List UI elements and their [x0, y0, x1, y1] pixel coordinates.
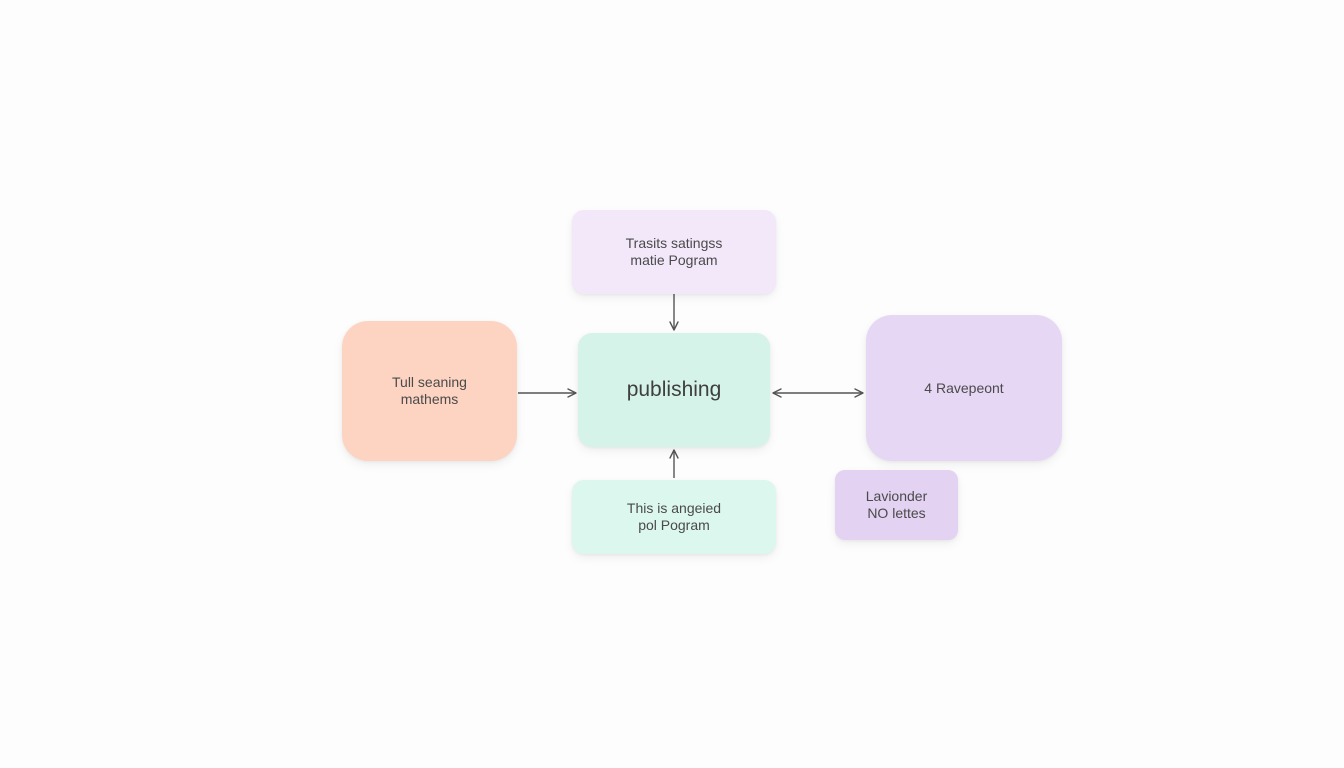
node-small-label: Lavionder NO lettes	[865, 488, 928, 521]
node-right-label: 4 Ravepeont	[924, 379, 1004, 396]
node-left-label: Tull seaning mathems	[392, 374, 467, 407]
node-top[interactable]: Trasits satingss matie Pogram	[572, 210, 776, 294]
node-left[interactable]: Tull seaning mathems	[342, 321, 517, 461]
node-small-lavender[interactable]: Lavionder NO lettes	[835, 470, 958, 540]
node-bottom-label: This is angeied pol Pogram	[626, 500, 722, 533]
node-top-label: Trasits satingss matie Pogram	[625, 235, 723, 268]
node-bottom[interactable]: This is angeied pol Pogram	[572, 480, 776, 554]
node-center[interactable]: publishing	[578, 333, 770, 447]
node-center-label: publishing	[626, 378, 722, 401]
node-right[interactable]: 4 Ravepeont	[866, 315, 1062, 461]
